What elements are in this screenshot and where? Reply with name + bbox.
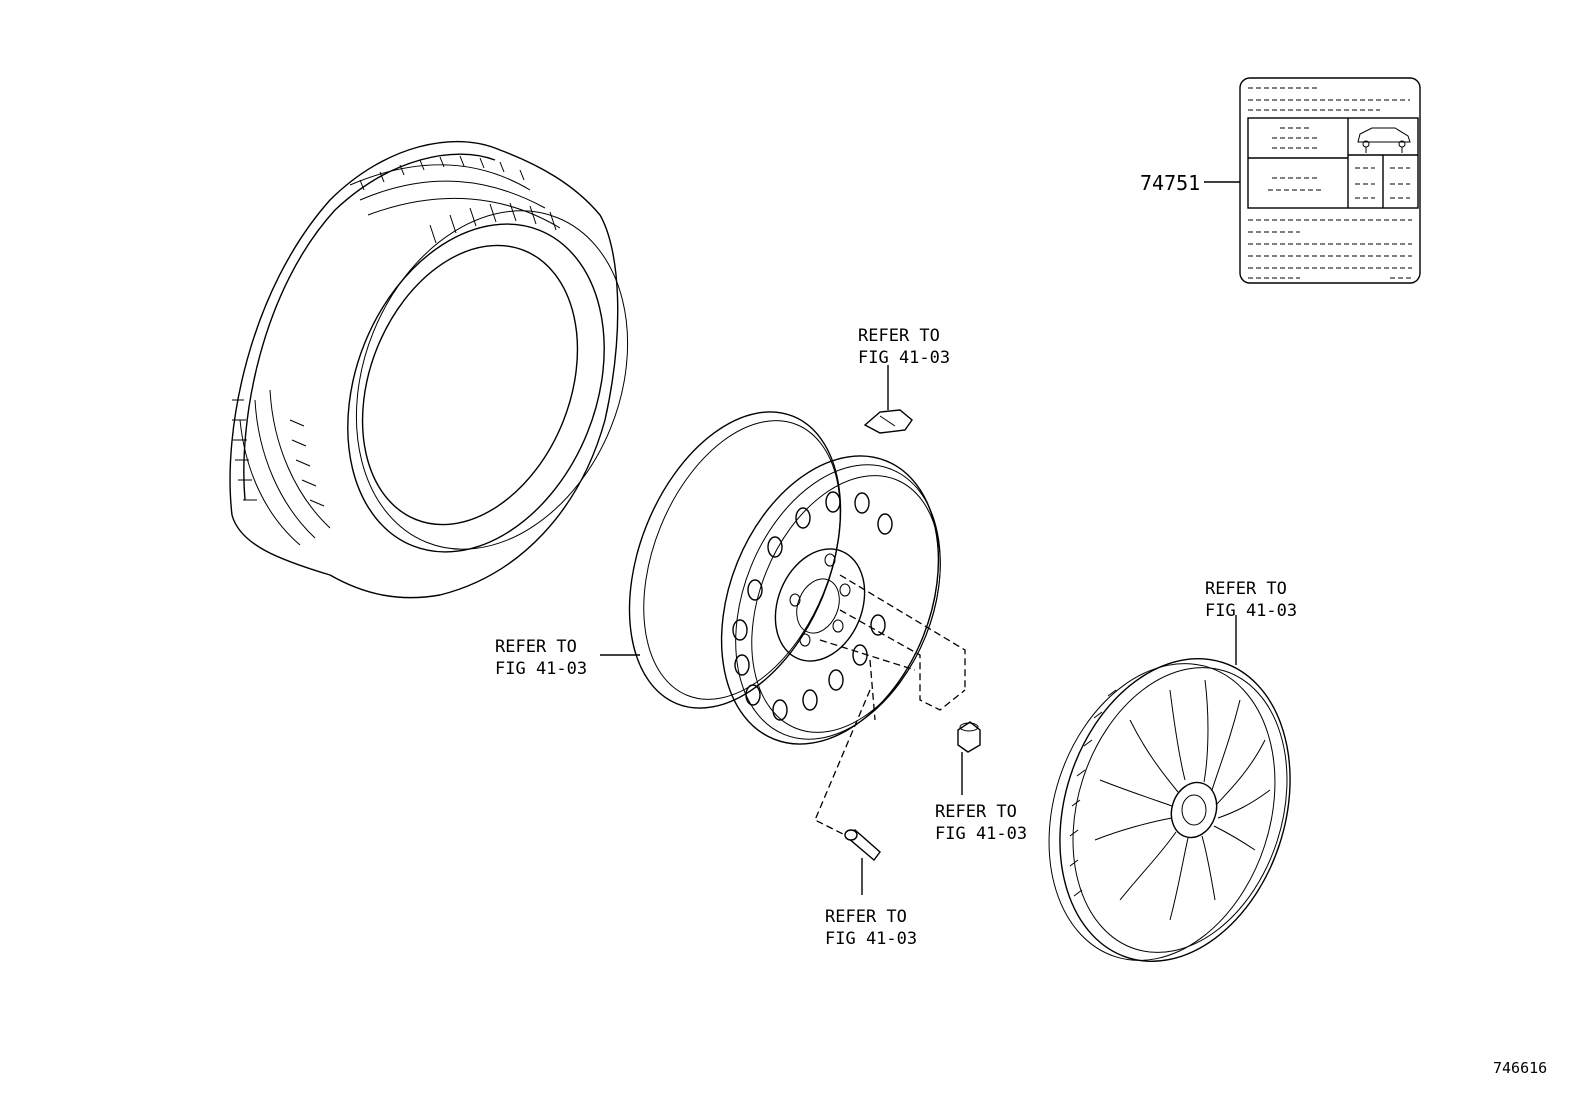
hubcap-callout-line2: FIG 41-03 bbox=[1205, 601, 1297, 621]
valve-callout-line2: FIG 41-03 bbox=[825, 929, 917, 949]
nut-callout-line1: REFER TO bbox=[935, 802, 1017, 822]
label-part-number[interactable]: 74751 bbox=[1140, 171, 1200, 195]
valve-stem-illustration[interactable] bbox=[844, 829, 881, 862]
tire-illustration[interactable] bbox=[229, 140, 676, 599]
steel-wheel-illustration[interactable] bbox=[589, 381, 979, 777]
hubcap-illustration[interactable] bbox=[1012, 629, 1327, 992]
tpms-sensor-illustration[interactable] bbox=[863, 409, 913, 434]
hubcap-callout-line1: REFER TO bbox=[1205, 579, 1287, 599]
wheel-callout[interactable]: REFER TO FIG 41-03 bbox=[495, 637, 587, 679]
lug-nut-illustration[interactable] bbox=[957, 721, 981, 753]
valve-callout-line1: REFER TO bbox=[825, 907, 907, 927]
sensor-callout-line1: REFER TO bbox=[858, 326, 940, 346]
hubcap-callout[interactable]: REFER TO FIG 41-03 bbox=[1205, 579, 1297, 621]
valve-callout[interactable]: REFER TO FIG 41-03 bbox=[825, 907, 917, 949]
sensor-callout-line2: FIG 41-03 bbox=[858, 348, 950, 368]
figure-id: 746616 bbox=[1493, 1059, 1547, 1077]
nut-callout[interactable]: REFER TO FIG 41-03 bbox=[935, 802, 1027, 844]
sensor-callout[interactable]: REFER TO FIG 41-03 bbox=[858, 326, 950, 368]
wheel-callout-line2: FIG 41-03 bbox=[495, 659, 587, 679]
nut-callout-line2: FIG 41-03 bbox=[935, 824, 1027, 844]
valve-guide-line bbox=[814, 689, 871, 836]
tire-pressure-label-illustration[interactable] bbox=[1239, 77, 1421, 284]
wheel-callout-line1: REFER TO bbox=[495, 637, 577, 657]
